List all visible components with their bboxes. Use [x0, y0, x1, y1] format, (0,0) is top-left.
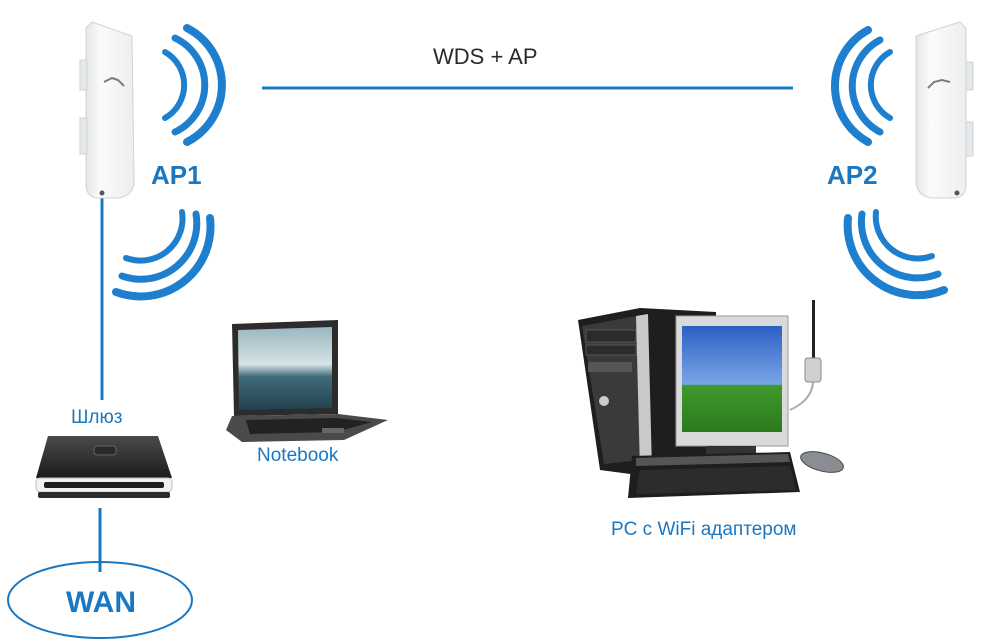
ap1-label: AP1: [151, 160, 202, 190]
gateway-label: Шлюз: [71, 407, 123, 428]
ap2-lower-signal-waves-icon: [843, 209, 948, 300]
wan-label: WAN: [66, 586, 136, 619]
ap1-device-icon: [79, 21, 135, 199]
notebook-icon: [226, 320, 388, 442]
notebook-label: Notebook: [257, 445, 339, 466]
wifi-adapter-icon: [789, 300, 822, 411]
ap2-label: AP2: [827, 160, 878, 190]
wan-ellipse: [7, 561, 193, 639]
pc-keyboard-icon: [628, 452, 800, 498]
ap1-signal-waves-icon: [162, 24, 226, 146]
wds-link-label: WDS + AP: [433, 44, 538, 69]
gateway-router-icon: [35, 436, 173, 498]
ap2-signal-waves-icon: [831, 26, 893, 146]
ap1-lower-signal-waves-icon: [112, 209, 215, 301]
ap2-device-icon: [915, 21, 974, 199]
pc-label: PC с WiFi адаптером: [611, 519, 797, 540]
pc-monitor-icon: [675, 315, 789, 467]
pc-mouse-icon: [800, 451, 844, 473]
